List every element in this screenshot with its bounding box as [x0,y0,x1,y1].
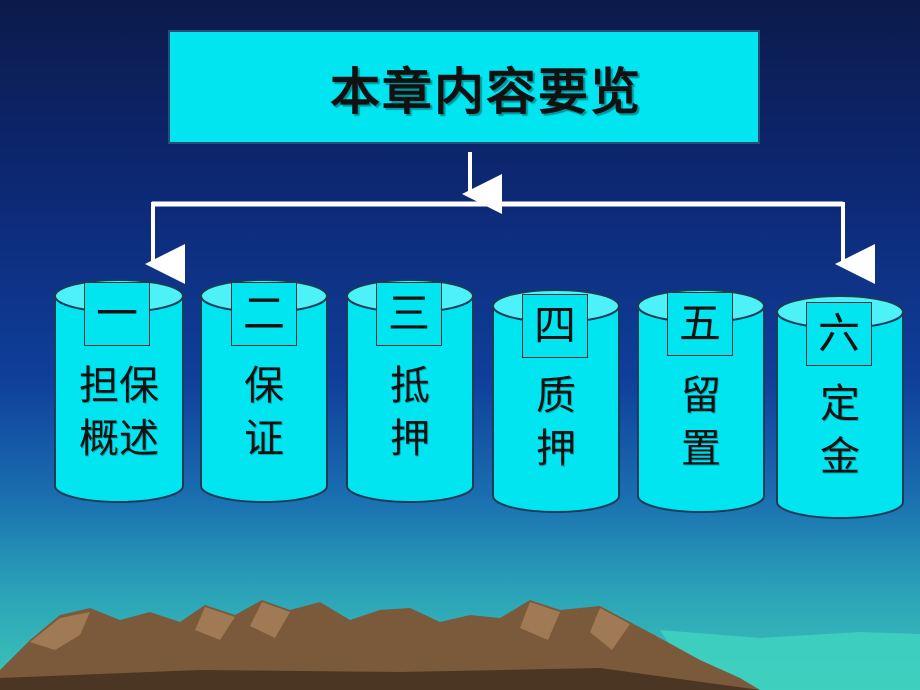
topic-number-box: 六 [806,302,872,366]
title-box: 本章内容要览 [168,30,760,144]
topic-label-line: 押 [536,426,576,472]
mountain-range-decoration [0,600,920,690]
topic-label-line: 置 [681,426,721,472]
topic-cylinder-4: 四质押 [492,289,620,513]
topic-label-line: 金 [820,434,860,480]
topic-label-line: 担保 [79,363,159,409]
topic-label: 留置 [637,370,765,476]
topic-cylinder-6: 六定金 [776,295,904,519]
topic-label-line: 保 [244,363,284,409]
topic-label-line: 概述 [79,416,159,462]
topic-cylinder-5: 五留置 [637,289,765,513]
topic-label-line: 押 [390,416,430,462]
topic-label: 定金 [776,378,904,484]
topic-label: 担保概述 [54,360,184,466]
topic-cylinder-1: 一担保概述 [54,279,184,503]
topic-label-line: 证 [244,416,284,462]
topic-number-box: 二 [231,282,297,346]
page-title: 本章内容要览 [330,63,642,121]
topic-label: 质押 [492,370,620,476]
topic-number-box: 四 [522,294,588,358]
topic-label: 抵押 [346,360,474,466]
topic-cylinder-3: 三抵押 [346,279,474,503]
topic-number-box: 五 [667,292,733,356]
topic-label-line: 抵 [390,363,430,409]
topic-label: 保证 [200,360,328,466]
topic-label-line: 定 [820,381,860,427]
topic-label-line: 质 [536,373,576,419]
topic-label-line: 留 [681,373,721,419]
topic-cylinder-2: 二保证 [200,279,328,503]
topic-number-box: 一 [84,282,150,346]
topic-number-box: 三 [376,282,442,346]
